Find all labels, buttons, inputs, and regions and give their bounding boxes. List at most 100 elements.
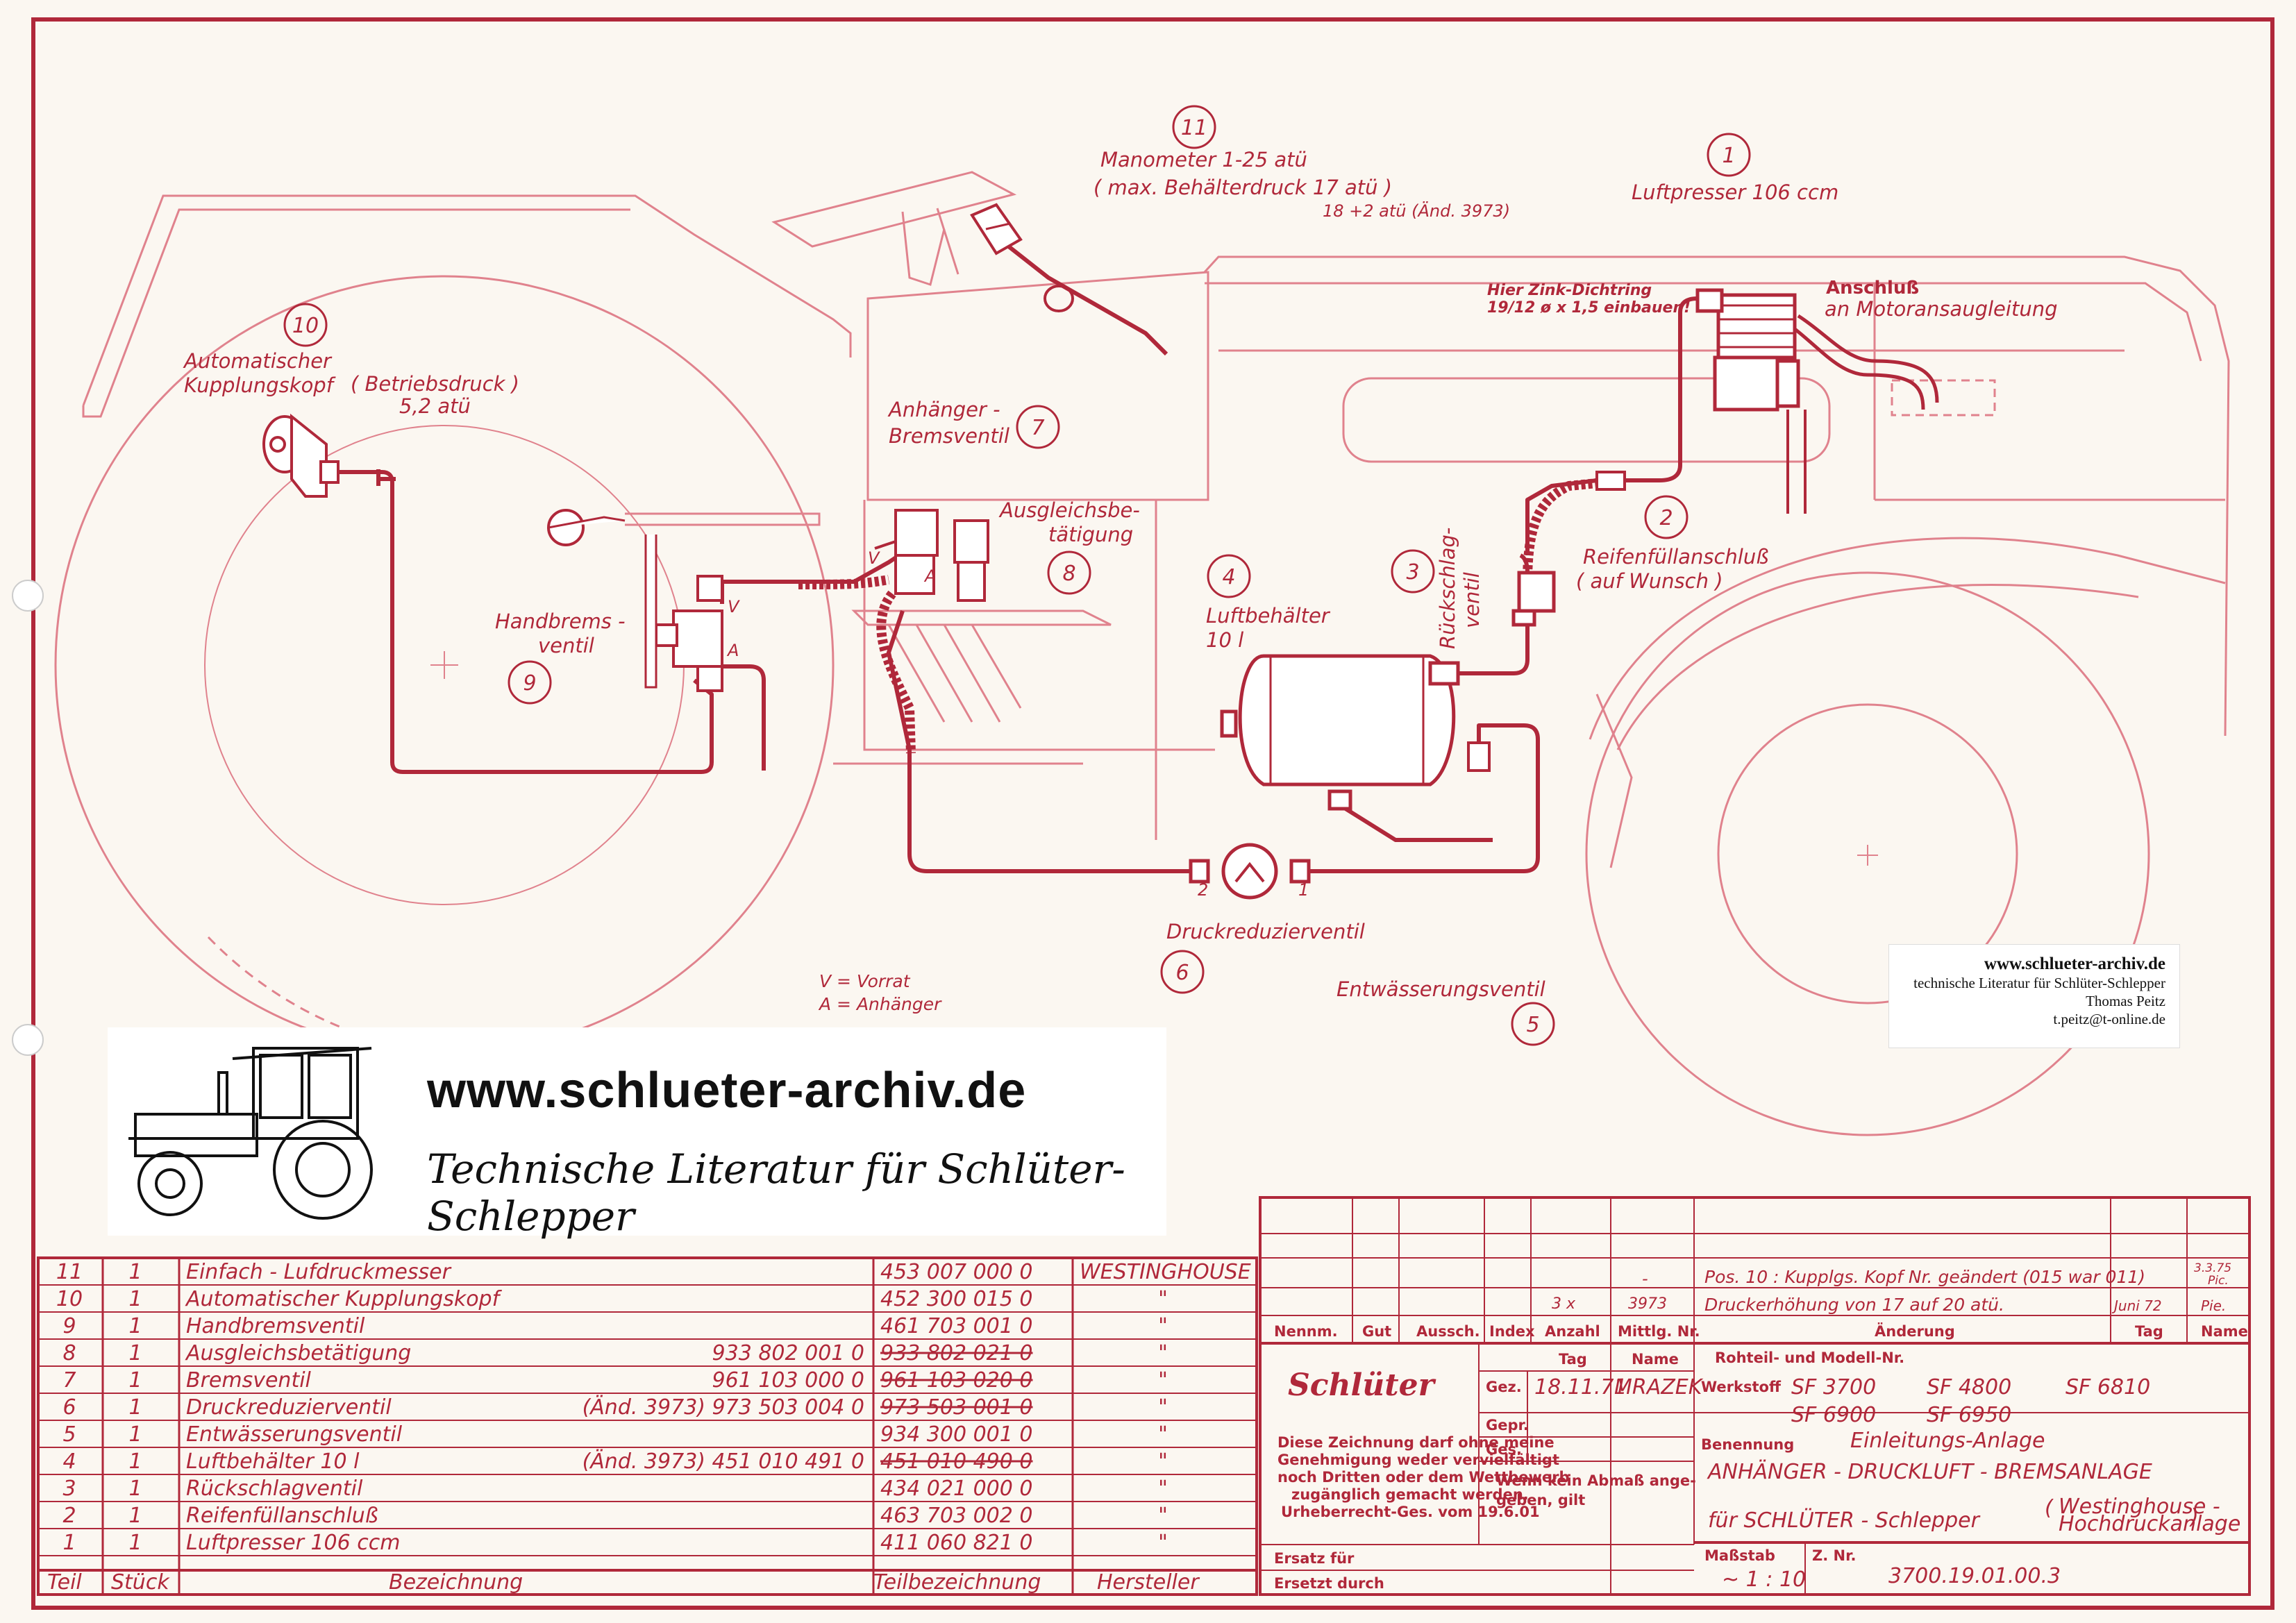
part-stueck: 1 — [128, 1341, 142, 1365]
port-2: 2 — [1198, 880, 1208, 900]
callout-numbers: 11 1 2 3 4 5 6 7 8 9 10 — [292, 116, 1736, 1037]
hdr-aussch: Aussch. — [1416, 1323, 1480, 1340]
label-anschluss-sub: an Motoransaugleitung — [1825, 297, 2057, 321]
component-drain-valve — [1467, 741, 1491, 772]
part-name: Automatischer Kupplungskopf — [185, 1287, 503, 1311]
rev-dash: - — [1642, 1269, 1648, 1288]
tb-paren-open: ( — [2045, 1496, 2054, 1520]
tb-znr: Z. Nr. — [1812, 1547, 1856, 1564]
label-reifen-2: ( auf Wunsch ) — [1576, 569, 1723, 593]
part-number: 411 060 821 0 — [880, 1531, 1032, 1555]
hdr-name: Name — [2201, 1323, 2248, 1340]
component-check-valve — [1511, 571, 1556, 627]
component-coupling-head — [262, 413, 340, 498]
label-manometer-1: Manometer 1-25 atü — [1100, 148, 1307, 171]
label-handbrems-2: ventil — [538, 634, 594, 657]
tb-znr-val: 3700.19.01.00.3 — [1888, 1564, 2061, 1588]
label-luftbehaelter-2: 10 l — [1206, 628, 1243, 652]
part-teil: 3 — [62, 1477, 76, 1501]
component-handbrake-valve — [547, 509, 723, 692]
tb-abmass-2: geben, gilt — [1496, 1492, 1585, 1508]
notice-1: Diese Zeichnung darf ohne meine — [1277, 1434, 1555, 1451]
part-name: Handbremsventil — [186, 1314, 365, 1338]
model-1: SF 3700 — [1791, 1375, 1876, 1399]
part-number: 453 007 000 0 — [880, 1260, 1032, 1284]
revision-content: - Pos. 10 : Kupplgs. Kopf Nr. geändert (… — [1552, 1261, 2231, 1315]
part-stueck: 1 — [128, 1395, 142, 1420]
part-change: 933 802 001 0 — [712, 1341, 864, 1365]
part-hersteller: " — [1158, 1314, 1168, 1338]
watermark-url[interactable]: www.schlueter-archiv.de — [1984, 955, 2165, 973]
tb-gez-date: 18.11.71 — [1534, 1375, 1627, 1399]
part-stueck: 1 — [128, 1504, 142, 1528]
port-a: A — [726, 641, 739, 660]
tb-ersetzt-durch: Ersetzt durch — [1274, 1575, 1384, 1592]
tb-werkstoff: Werkstoff — [1701, 1379, 1782, 1395]
part-teil: 2 — [62, 1504, 76, 1528]
component-air-tank — [1220, 654, 1460, 811]
braided-hoses — [798, 478, 1604, 754]
banner-subtitle: Technische Literatur für Schlüter-Schlep… — [427, 1145, 1125, 1240]
col-teil: Teil — [47, 1570, 82, 1595]
part-name: Entwässerungsventil — [186, 1422, 403, 1447]
callout-4: 4 — [1222, 565, 1235, 589]
port-v-7: V — [868, 548, 880, 568]
label-dichtring-1: Hier Zink-Dichtring — [1487, 282, 1652, 299]
watermark-box: www.schlueter-archiv.de technische Liter… — [1888, 944, 2180, 1048]
col-bezeichnung: Bezeichnung — [389, 1570, 523, 1595]
part-hersteller: " — [1158, 1368, 1168, 1393]
part-teil: 8 — [62, 1341, 76, 1365]
label-betriebsdruck-2: 5,2 atü — [399, 394, 471, 418]
callout-11: 11 — [1181, 116, 1207, 140]
port-v: V — [728, 597, 740, 616]
label-ausgleich-1: Ausgleichsbe- — [998, 498, 1140, 522]
label-manometer-2: ( max. Behälterdruck 17 atü ) — [1093, 176, 1392, 199]
component-pressure-reducer — [1189, 843, 1311, 900]
callout-1: 1 — [1722, 144, 1735, 168]
part-teil: 7 — [62, 1368, 76, 1393]
part-hersteller: " — [1158, 1395, 1168, 1420]
tb-benennung: Benennung — [1701, 1436, 1794, 1453]
part-change: 961 103 000 0 — [712, 1368, 864, 1393]
legend-v: V = Vorrat — [819, 971, 911, 991]
revision-headers: Nennm. Gut Aussch. Index Anzahl Mittlg. … — [1274, 1322, 2248, 1340]
part-number: 461 703 001 0 — [880, 1314, 1032, 1338]
component-tyre-inflation — [1595, 471, 1626, 491]
part-number: 934 300 001 0 — [880, 1422, 1032, 1447]
tb-benennung-hand: Einleitungs-Anlage — [1850, 1429, 2045, 1453]
part-change: (Änd. 3973) 973 503 004 0 — [583, 1395, 864, 1420]
label-entwaess: Entwässerungsventil — [1336, 977, 1545, 1001]
col-stueck: Stück — [111, 1570, 170, 1595]
part-stueck: 1 — [128, 1531, 142, 1555]
tb-ges: Ges. — [1486, 1441, 1522, 1458]
hdr-nennm: Nennm. — [1274, 1323, 1338, 1340]
rev2-text: Druckerhöhung von 17 auf 20 atü. — [1704, 1295, 2004, 1315]
label-anh-brems-2: Bremsventil — [889, 424, 1009, 448]
label-betriebsdruck-1: ( Betriebsdruck ) — [351, 372, 519, 396]
part-number: 452 300 015 0 — [880, 1287, 1032, 1311]
rev2-mittlg: 3973 — [1628, 1295, 1667, 1313]
tb-fuer: für SCHLÜTER - Schlepper — [1708, 1508, 1981, 1533]
hdr-anzahl: Anzahl — [1545, 1323, 1600, 1340]
label-rueckschlag-2: ventil — [1460, 572, 1484, 628]
tb-paren-1: Westinghouse - — [2059, 1495, 2220, 1519]
callout-7: 7 — [1031, 416, 1044, 440]
rev2-name: Pie. — [2201, 1297, 2226, 1314]
tb-title-main: ANHÄNGER - DRUCKLUFT - BREMSANLAGE — [1707, 1459, 2152, 1484]
model-3: SF 6810 — [2065, 1375, 2150, 1399]
hdr-mittlg: Mittlg. Nr. — [1618, 1323, 1700, 1340]
part-name: Bremsventil — [186, 1368, 312, 1393]
part-hersteller: " — [1158, 1504, 1168, 1528]
part-name: Ausgleichsbetätigung — [185, 1341, 411, 1365]
label-druckred: Druckreduzierventil — [1166, 920, 1365, 943]
banner-url[interactable]: www.schlueter-archiv.de — [427, 1063, 1027, 1118]
part-hersteller: " — [1158, 1422, 1168, 1447]
part-name: Luftbehälter 10 l — [186, 1449, 360, 1474]
tractor-icon — [128, 1047, 373, 1220]
callouts — [283, 105, 1751, 1046]
part-change: (Änd. 3973) 451 010 491 0 — [583, 1449, 864, 1474]
part-number: 463 703 002 0 — [880, 1504, 1032, 1528]
label-reifen-1: Reifenfüllanschluß — [1583, 545, 1768, 569]
label-anh-brems-1: Anhänger - — [887, 398, 1000, 421]
